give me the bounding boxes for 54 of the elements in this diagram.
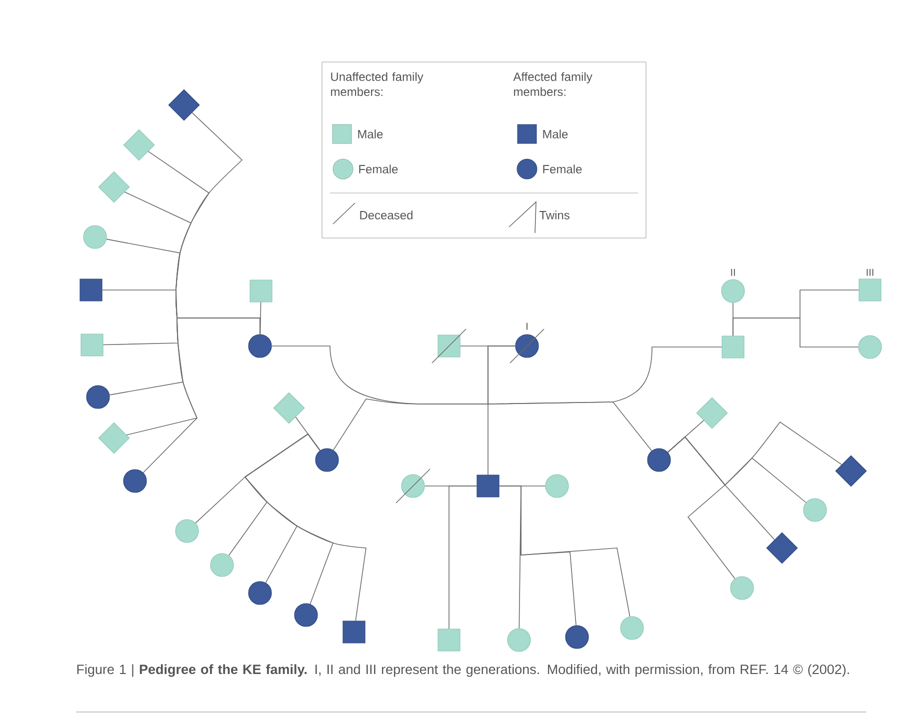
- diamond-symbol: [168, 89, 200, 121]
- diamond-symbol: [273, 392, 305, 424]
- deceased-square-symbol: [432, 328, 466, 364]
- square-symbol: [722, 336, 744, 358]
- pedigree-line: [498, 486, 630, 617]
- circle-symbol: [507, 628, 531, 652]
- deceased-circle-symbol: [396, 468, 430, 504]
- square-symbol: [476, 474, 500, 498]
- circle-symbol: [647, 448, 671, 472]
- diamond-symbol: [696, 397, 728, 429]
- circle-symbol: [83, 225, 107, 249]
- circle-symbol: [545, 474, 569, 498]
- circle-symbol: [294, 603, 318, 627]
- circle-symbol: [86, 385, 110, 409]
- legend-label: Male: [358, 130, 383, 138]
- circle-symbol: [803, 498, 827, 522]
- legend-label: Twins: [539, 210, 570, 220]
- diamond-symbol: [835, 455, 867, 487]
- pedigree-line: [244, 434, 366, 622]
- pedigree-line: [732, 318, 859, 348]
- circle-symbol: [175, 519, 199, 543]
- circle-symbol: [123, 469, 147, 493]
- legend-label: Female: [359, 164, 398, 174]
- circle-symbol: [565, 625, 589, 649]
- legend-heading: Unaffected family members:: [331, 72, 424, 96]
- circle-symbol: [730, 576, 754, 600]
- legend-label: Deceased: [360, 210, 412, 220]
- square-symbol: [250, 280, 272, 302]
- generation-label: I: [526, 322, 528, 330]
- circle-symbol: [248, 581, 272, 605]
- circle-symbol: [721, 279, 745, 303]
- circle-symbol: [315, 448, 339, 472]
- square-symbol: [80, 334, 104, 356]
- pedigree-line: [488, 346, 722, 404]
- square-symbol: [80, 278, 102, 302]
- pedigree-line: [142, 318, 260, 473]
- pedigree-line: [667, 422, 842, 486]
- circle-symbol: [248, 334, 272, 358]
- square-symbol: [438, 628, 460, 652]
- caption: Figure 1 | Pedigree of the KE family. I, II and III represent the generations. Modified, with permission, from REF. 14 © (2002).: [77, 664, 849, 677]
- diamond-symbol: [766, 532, 798, 564]
- diamond-symbol: [98, 422, 130, 454]
- circle-symbol: [210, 553, 234, 577]
- legend-label: Female: [543, 164, 582, 174]
- deceased-circle-symbol: [510, 328, 544, 364]
- circle-symbol: [858, 335, 882, 359]
- square-symbol: [858, 278, 882, 302]
- diamond-symbol: [123, 129, 155, 161]
- square-symbol: [342, 620, 366, 644]
- pedigree-line: [448, 486, 478, 630]
- circle-symbol: [620, 616, 644, 640]
- diamond-symbol: [98, 171, 130, 203]
- legend-heading: Affected family members:: [513, 72, 592, 96]
- legend-label: Male: [543, 130, 568, 138]
